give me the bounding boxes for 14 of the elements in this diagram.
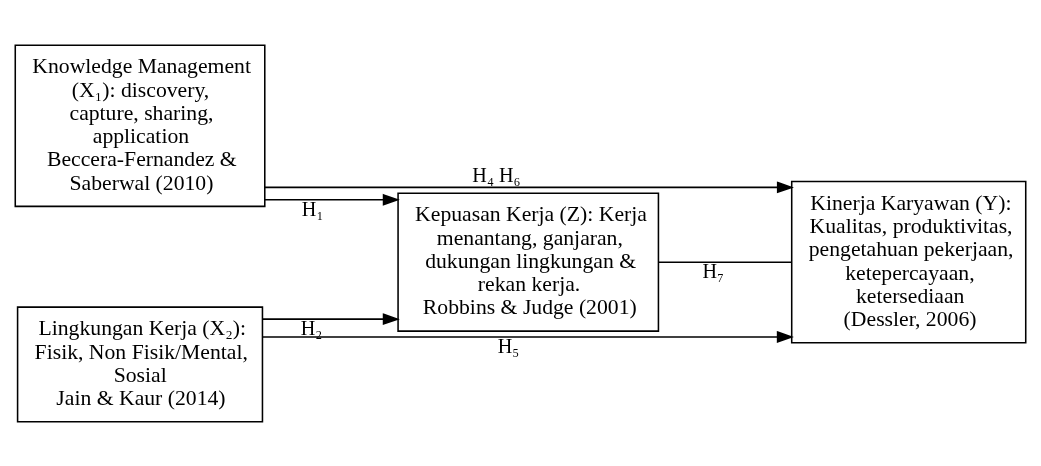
- arrow: [262, 312, 400, 325]
- edge-label: H₂: [300, 316, 323, 339]
- node-box: Lingkungan Kerja (X₂): Fisik, Non Fisik/Mental, Sosial Jain & Kaur (2014): [16, 305, 264, 423]
- arrow: [261, 330, 794, 343]
- edge-label: H₁: [301, 197, 324, 220]
- node-box: Knowledge Management (X₁): discovery, capture, sharing, application Beccera-Fernandez & Saberwal (2010): [14, 43, 266, 207]
- edge-label: H₄ H₆: [472, 163, 521, 186]
- arrow: [264, 193, 400, 206]
- connector: [657, 260, 793, 263]
- edge-label: H₇: [702, 259, 725, 282]
- node-box: Kinerja Karyawan (Y): Kualitas, produktivitas, pengetahuan pekerjaan, ketepercayaan, ketersediaan (Dessler, 2006): [790, 180, 1027, 344]
- edge-label: H₅: [497, 334, 520, 357]
- arrow: [264, 180, 794, 193]
- node-box: Kepuasan Kerja (Z): Kerja menantang, ganjaran, dukungan lingkungan & rekan kerja. Robbins & Judge (2001): [397, 191, 660, 332]
